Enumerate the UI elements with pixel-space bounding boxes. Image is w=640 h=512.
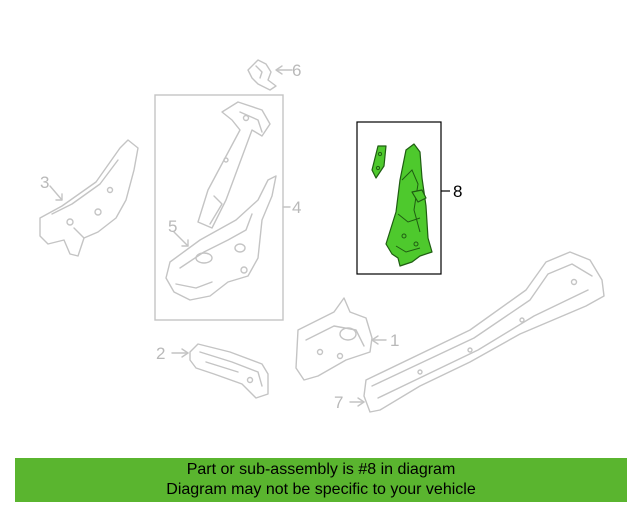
callout-4: 4 — [292, 198, 301, 217]
part-4-pillar — [197, 101, 271, 229]
parts-diagram: 6 4 5 3 8 — [39, 59, 605, 413]
banner-line-1: Part or sub-assembly is #8 in diagram — [186, 461, 456, 478]
part-3-pillar-lower — [39, 139, 139, 257]
info-banner: Part or sub-assembly is #8 in diagram Di… — [15, 458, 627, 502]
part-8-pillar-inner[interactable] — [371, 143, 433, 267]
part-6-bracket — [247, 59, 293, 91]
banner-line-2: Diagram may not be specific to your vehi… — [166, 481, 476, 498]
part-5-reinforcement — [165, 175, 277, 301]
part-2-bracket — [171, 343, 269, 399]
callout-3: 3 — [40, 173, 49, 192]
callout-2: 2 — [156, 344, 165, 363]
callout-6: 6 — [292, 61, 301, 80]
callout-7: 7 — [334, 393, 343, 412]
part-7-rocker-sill — [349, 251, 605, 413]
callout-5: 5 — [168, 217, 177, 236]
part-1-inner-panel — [295, 297, 387, 381]
callout-8: 8 — [453, 182, 462, 201]
part-8-group-box — [356, 121, 442, 275]
callout-1: 1 — [390, 331, 399, 350]
